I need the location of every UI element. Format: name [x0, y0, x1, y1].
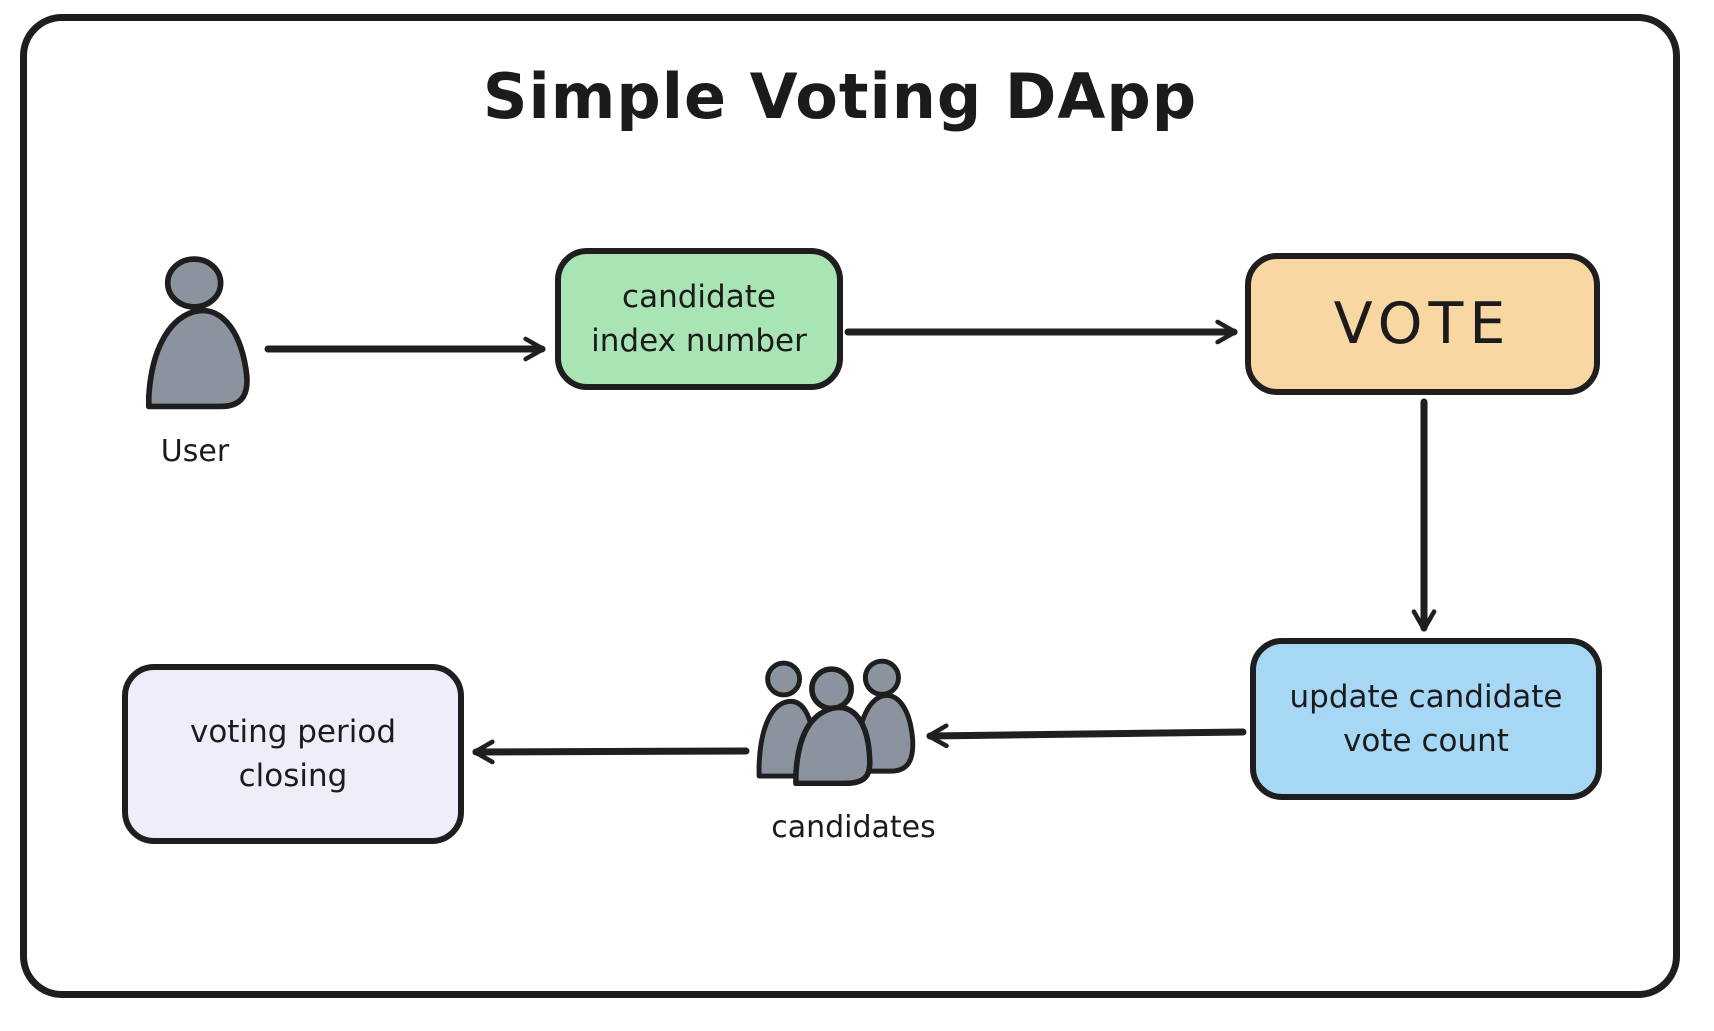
node-update-candidate-vote-count: update candidate vote count — [1250, 638, 1602, 800]
candidates-label: candidates — [771, 810, 936, 845]
people-group-icon — [756, 658, 916, 786]
node-update-candidate-vote-count-label: update candidate vote count — [1289, 679, 1563, 759]
node-voting-period-closing-label: voting period closing — [189, 714, 396, 794]
user-label: User — [160, 434, 230, 469]
diagram-title: Simple Voting DApp — [482, 60, 1198, 133]
node-vote-label: VOTE — [1333, 291, 1512, 357]
node-voting-period-closing: voting period closing — [122, 664, 464, 844]
node-candidate-index-number: candidate index number — [555, 248, 843, 390]
node-vote: VOTE — [1245, 253, 1600, 395]
person-front-icon — [793, 666, 873, 786]
user-icon — [145, 256, 250, 410]
diagram-border — [20, 14, 1680, 998]
node-candidate-index-number-label: candidate index number — [591, 279, 807, 359]
